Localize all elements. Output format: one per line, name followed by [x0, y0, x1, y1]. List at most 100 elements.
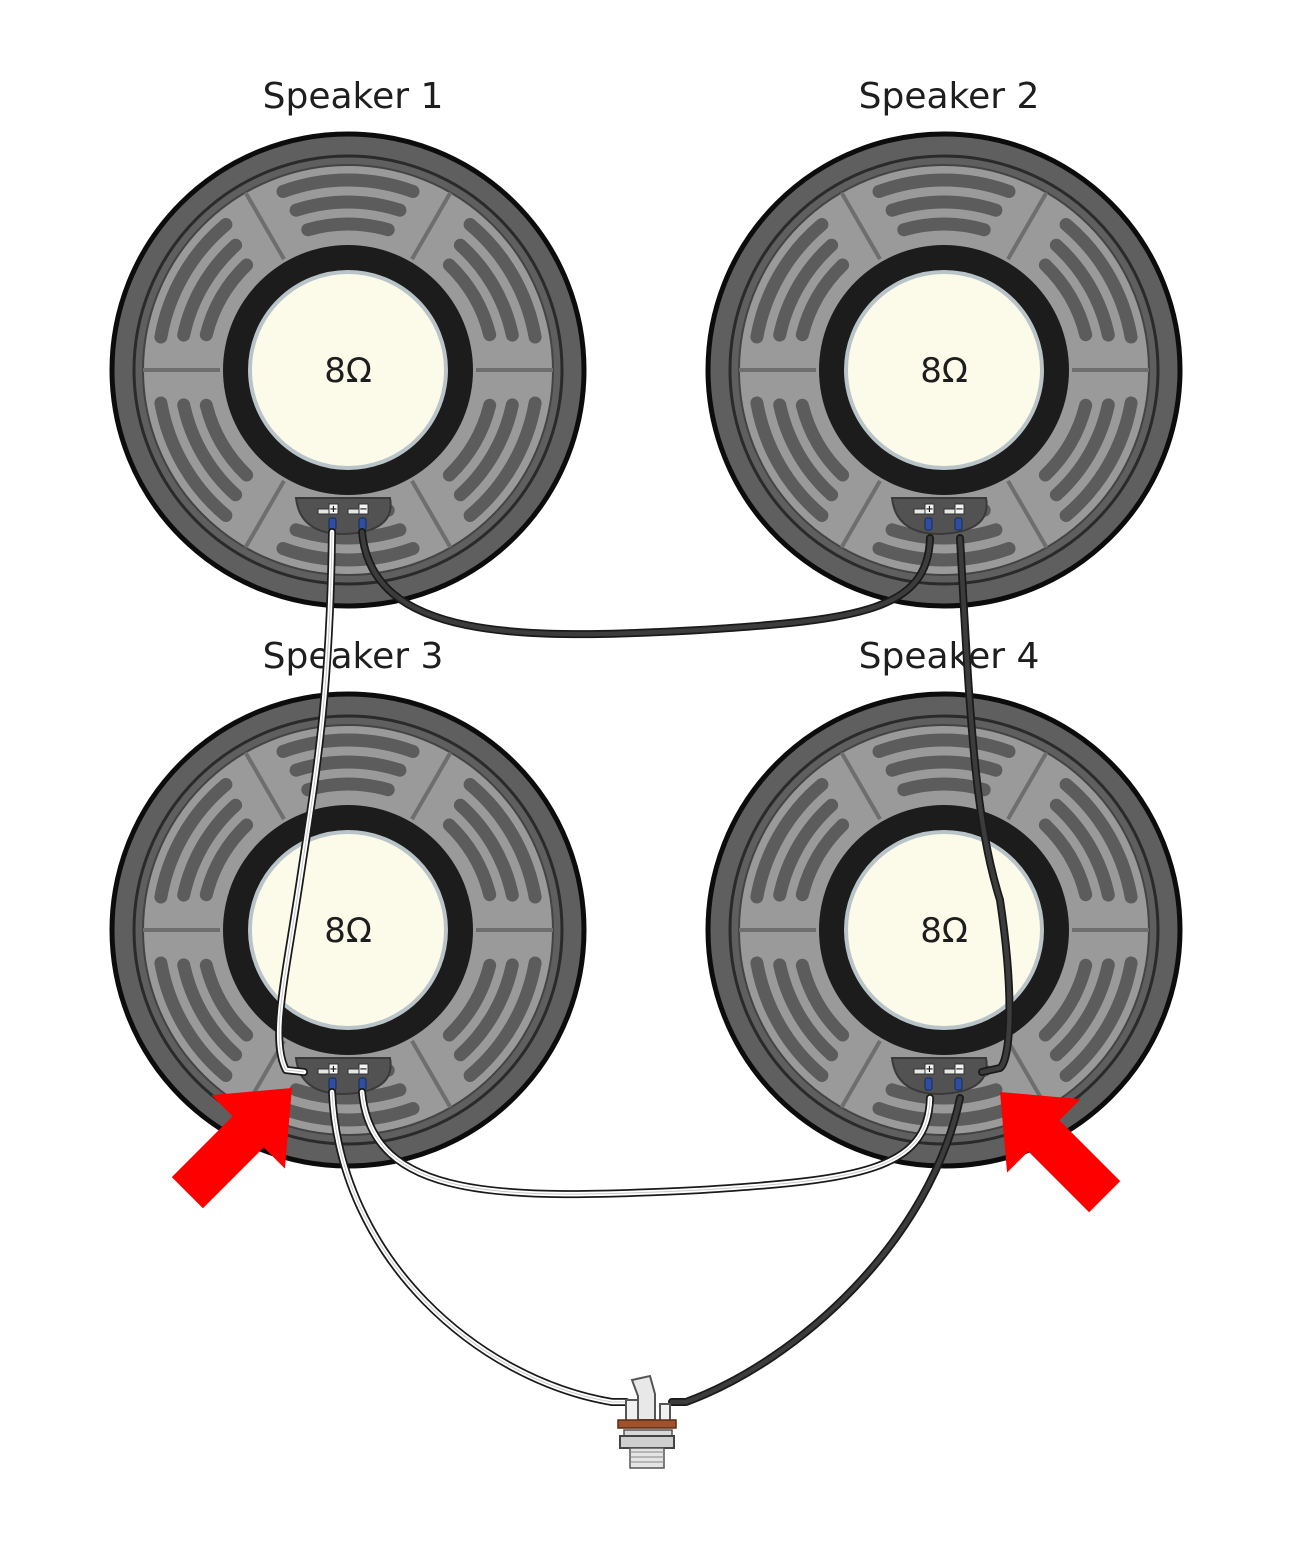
vent-slot — [750, 778, 829, 904]
vent-slot — [795, 258, 850, 342]
vent-slot — [1038, 818, 1093, 902]
vent-slot — [1049, 238, 1115, 342]
vent-slot — [773, 798, 839, 902]
vent-slot — [750, 218, 829, 344]
vent-slot — [289, 523, 407, 545]
wire-s1-pos-to-s3-pos — [275, 528, 336, 1076]
vent-slot — [1049, 958, 1115, 1062]
terminal-tab — [328, 503, 339, 515]
terminal-polarity-label: − — [955, 1064, 963, 1075]
speaker-title: Speaker 1 — [263, 76, 444, 117]
speakers-layer: Speaker 18Ω+−Speaker 28Ω+−Speaker 38Ω+−S… — [109, 76, 1183, 1169]
speaker-rim-inner-line — [132, 714, 564, 1146]
vent-slot — [897, 217, 991, 237]
wire-s3-pos-to-jack — [328, 1088, 630, 1406]
terminal-polarity-label: − — [359, 504, 367, 515]
vent-slot — [795, 398, 850, 482]
vent-slot — [1059, 956, 1138, 1082]
wire-sheen — [278, 531, 333, 1073]
arrows-layer — [171, 1088, 1121, 1213]
wire-sheen — [361, 1091, 931, 1195]
speaker-2: Speaker 2 8Ω + − — [705, 76, 1183, 609]
vent-slot — [442, 258, 497, 342]
terminal-tab — [358, 503, 369, 515]
vent-slot — [442, 958, 497, 1042]
vent-slot — [885, 755, 1003, 777]
arrow-shape — [171, 1088, 292, 1209]
terminal-connector — [924, 517, 933, 531]
impedance-label: 8Ω — [920, 351, 968, 391]
red-arrow-speaker-3 — [171, 1088, 292, 1209]
vent-slot — [463, 396, 542, 522]
vent-slot — [872, 542, 1016, 567]
vent-slot — [199, 958, 254, 1042]
vent-slot — [276, 733, 420, 758]
vent-slot — [1059, 396, 1138, 522]
speaker-rim-inner-line — [728, 154, 1160, 586]
vent-slot — [750, 956, 829, 1082]
vent-slot — [1059, 218, 1138, 344]
vent-slot — [154, 956, 233, 1082]
vent-slot — [773, 958, 839, 1062]
vent-slot — [177, 798, 243, 902]
red-arrow-speaker-4 — [1000, 1092, 1121, 1213]
vent-slot — [750, 396, 829, 522]
vent-slot — [1038, 258, 1093, 342]
wire-s4-neg-to-jack — [668, 1094, 964, 1406]
vent-slot — [885, 1083, 1003, 1105]
vent-slot — [154, 218, 233, 344]
vent-slot — [154, 396, 233, 522]
vent-slot — [199, 258, 254, 342]
vent-slot — [177, 398, 243, 502]
terminal-polarity-label: − — [955, 504, 963, 515]
output-jack — [617, 1374, 677, 1469]
jack-nut — [619, 1435, 675, 1449]
vent-slot — [897, 777, 991, 797]
vent-slot — [1038, 398, 1093, 482]
vent-slot — [276, 173, 420, 198]
vent-slot — [872, 733, 1016, 758]
terminal-lug — [317, 508, 331, 515]
basket-spoke — [839, 1039, 882, 1109]
vent-slot — [301, 217, 395, 237]
impedance-label: 8Ω — [324, 911, 372, 951]
speaker-title: Speaker 4 — [859, 636, 1040, 677]
speaker-cone — [844, 270, 1044, 470]
vent-slot — [1038, 958, 1093, 1042]
positive-terminal: + — [317, 1063, 339, 1091]
basket-spoke — [839, 751, 882, 821]
positive-terminal: + — [913, 503, 935, 531]
terminal-polarity-label: + — [329, 504, 337, 515]
vent-slot — [301, 777, 395, 797]
speaker-4: Speaker 48Ω+− — [705, 636, 1183, 1169]
terminal-lug — [943, 508, 957, 515]
speaker-rim-inner-line — [132, 154, 564, 586]
basket-spoke — [1006, 191, 1049, 261]
terminal-polarity-label: + — [329, 1064, 337, 1075]
negative-terminal: − — [347, 503, 369, 531]
vent-slot — [154, 778, 233, 904]
vent-slot — [453, 238, 519, 342]
vent-slot — [795, 818, 850, 902]
wire-sheen — [331, 1091, 627, 1403]
terminal-polarity-label: + — [925, 1064, 933, 1075]
vent-slot — [463, 956, 542, 1082]
vent-slot — [453, 398, 519, 502]
vent-slot — [199, 398, 254, 482]
wire-s2-neg-to-s4-neg — [956, 534, 1014, 1076]
vent-slot — [1049, 798, 1115, 902]
terminal-connector — [924, 1077, 933, 1091]
vent-slot — [199, 818, 254, 902]
wire-core — [669, 1095, 963, 1405]
terminal-polarity-label: + — [925, 504, 933, 515]
basket-spoke — [1006, 751, 1049, 821]
terminal-polarity-label: − — [359, 1064, 367, 1075]
vent-slot — [795, 958, 850, 1042]
terminal-tab — [924, 503, 935, 515]
wire-s3-neg-to-s4-pos — [358, 1088, 934, 1199]
speaker-title: Speaker 2 — [859, 76, 1040, 117]
vent-slot — [177, 958, 243, 1062]
wires-layer — [275, 528, 1014, 1406]
terminal-lug — [347, 1068, 361, 1075]
